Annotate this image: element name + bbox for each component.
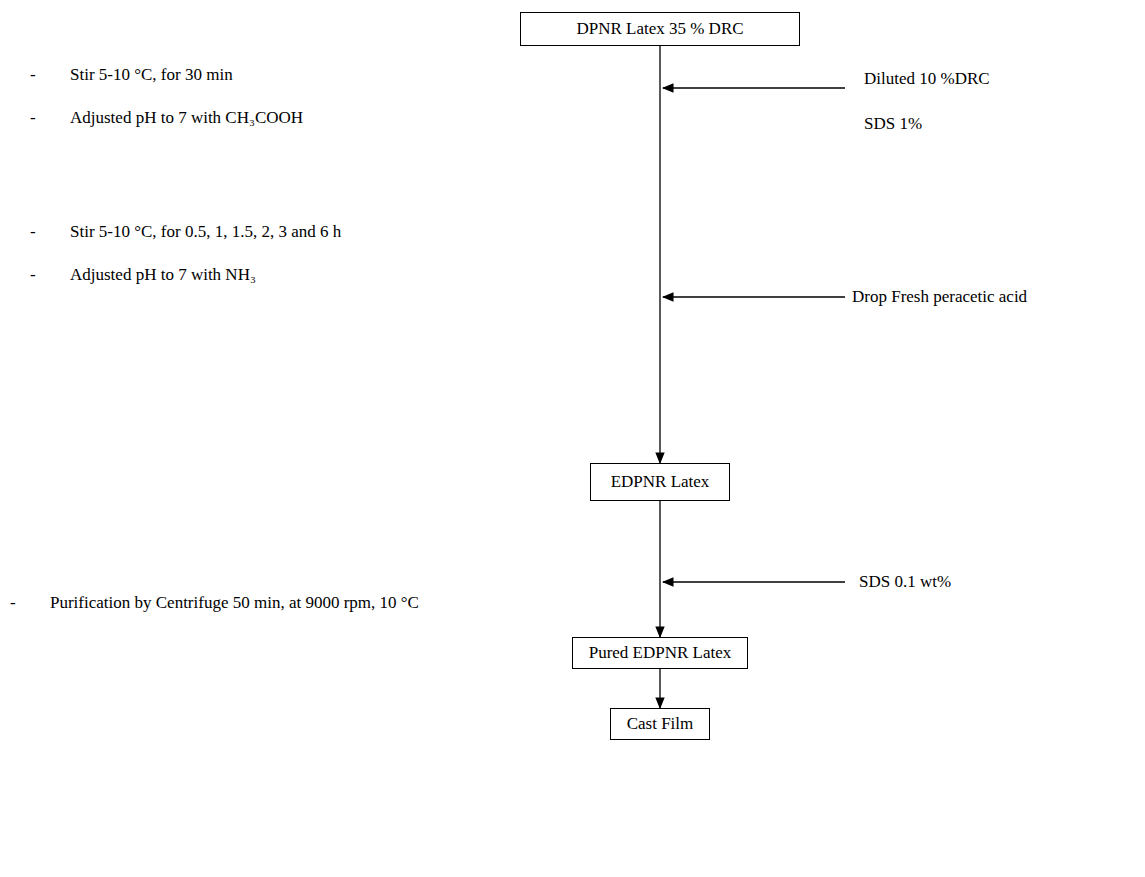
step-note: Stir 5-10 °C, for 30 min	[68, 64, 235, 85]
step-note: Purification by Centrifuge 50 min, at 90…	[48, 592, 421, 613]
step-note: -	[28, 221, 38, 242]
feed-arrow	[663, 87, 845, 88]
box-text: DPNR Latex 35 % DRC	[576, 19, 743, 39]
step-note: -	[28, 107, 38, 128]
reagent-label: SDS 0.1 wt%	[857, 571, 953, 592]
step-note: Stir 5-10 °C, for 0.5, 1, 1.5, 2, 3 and …	[68, 221, 343, 242]
flow-arrow	[659, 669, 660, 708]
box-text: Cast Film	[627, 714, 694, 734]
step-note: -	[28, 64, 38, 85]
step-note: Adjusted pH to 7 with CH₃COOH	[68, 107, 305, 128]
step-note: -	[28, 264, 38, 285]
flow-arrow	[659, 501, 660, 637]
flow-arrow	[659, 46, 660, 463]
box-text: Pured EDPNR Latex	[589, 643, 732, 663]
reagent-label: SDS 1%	[862, 113, 924, 134]
feed-arrow	[663, 581, 845, 582]
step-note: -	[8, 592, 18, 613]
reagent-label: Diluted 10 %DRC	[862, 68, 992, 89]
feed-arrow	[663, 296, 845, 297]
reagent-label: Drop Fresh peracetic acid	[850, 286, 1029, 307]
step-note: Adjusted pH to 7 with NH₃	[68, 264, 258, 285]
process-box: DPNR Latex 35 % DRC	[520, 12, 800, 46]
process-box: Pured EDPNR Latex	[572, 637, 748, 669]
process-box: EDPNR Latex	[590, 463, 730, 501]
process-box: Cast Film	[610, 708, 710, 740]
box-text: EDPNR Latex	[611, 472, 710, 492]
